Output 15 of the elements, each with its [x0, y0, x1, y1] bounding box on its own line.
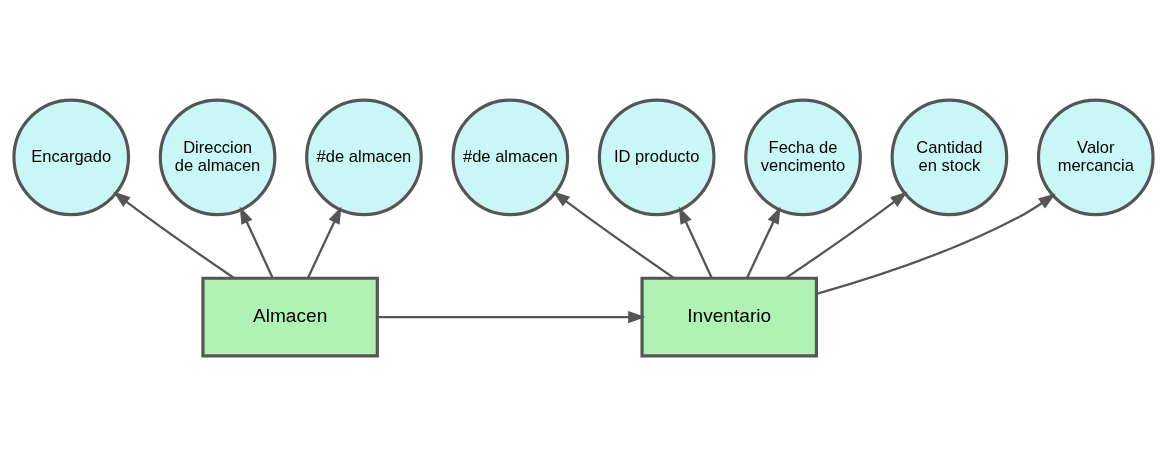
arrow: [785, 191, 908, 279]
arrow: [377, 310, 646, 323]
node-circle: ID producto: [597, 98, 716, 216]
arrow: [745, 206, 781, 279]
arrow: [816, 192, 1056, 295]
arrow: [239, 206, 274, 279]
node-circle: #de almacen: [305, 98, 423, 216]
node-box: Inventario: [640, 276, 818, 357]
node-box: Almacen: [201, 276, 379, 357]
node-circle: Direccion de almacen: [158, 98, 277, 216]
arrow: [306, 206, 342, 279]
arrow: [552, 190, 675, 279]
node-circle: Fecha de vencimento: [744, 98, 862, 216]
arrow: [113, 191, 235, 279]
arrow: [678, 206, 713, 279]
